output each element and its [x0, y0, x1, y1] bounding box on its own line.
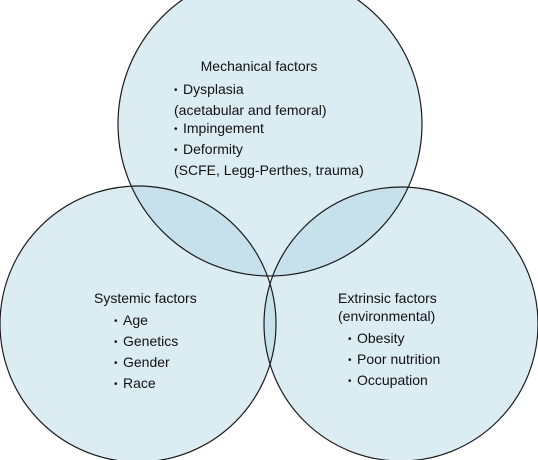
extrinsic-subtitle: (environmental): [338, 308, 436, 324]
list-item: Race: [114, 374, 197, 395]
mechanical-title: Mechanical factors: [200, 58, 318, 74]
extrinsic-list: Obesity Poor nutrition Occupation: [348, 329, 440, 392]
mechanical-group: Mechanical factors Dysplasia (acetabular…: [174, 57, 364, 179]
list-item: Obesity: [348, 329, 440, 350]
list-item: Dysplasia: [174, 80, 364, 101]
list-item: Gender: [114, 353, 197, 374]
mechanical-circle-outline: [117, 0, 423, 277]
list-item: Occupation: [348, 371, 440, 392]
systemic-circle-outline: [0, 185, 277, 460]
list-item: Deformity: [174, 140, 364, 161]
mechanical-list: Dysplasia (acetabular and femoral) Impin…: [174, 80, 364, 179]
extrinsic-circle-outline: [263, 186, 538, 460]
extrinsic-title: Extrinsic factors: [338, 290, 437, 306]
list-item: Age: [114, 311, 197, 332]
systemic-group: Systemic factors Age Genetics Gender Rac…: [94, 289, 197, 395]
list-item: Impingement: [174, 119, 364, 140]
systemic-title: Systemic factors: [94, 290, 197, 306]
list-item-detail: (SCFE, Legg-Perthes, trauma): [174, 162, 364, 178]
overlap-mechanical-extrinsic: [264, 187, 422, 276]
systemic-list: Age Genetics Gender Race: [114, 311, 197, 395]
overlap-mechanical-systemic: [118, 186, 276, 276]
list-item: Poor nutrition: [348, 350, 440, 371]
list-item-detail: (acetabular and femoral): [174, 102, 327, 118]
list-item: Genetics: [114, 332, 197, 353]
extrinsic-group: Extrinsic factors (environmental) Obesit…: [338, 289, 440, 392]
